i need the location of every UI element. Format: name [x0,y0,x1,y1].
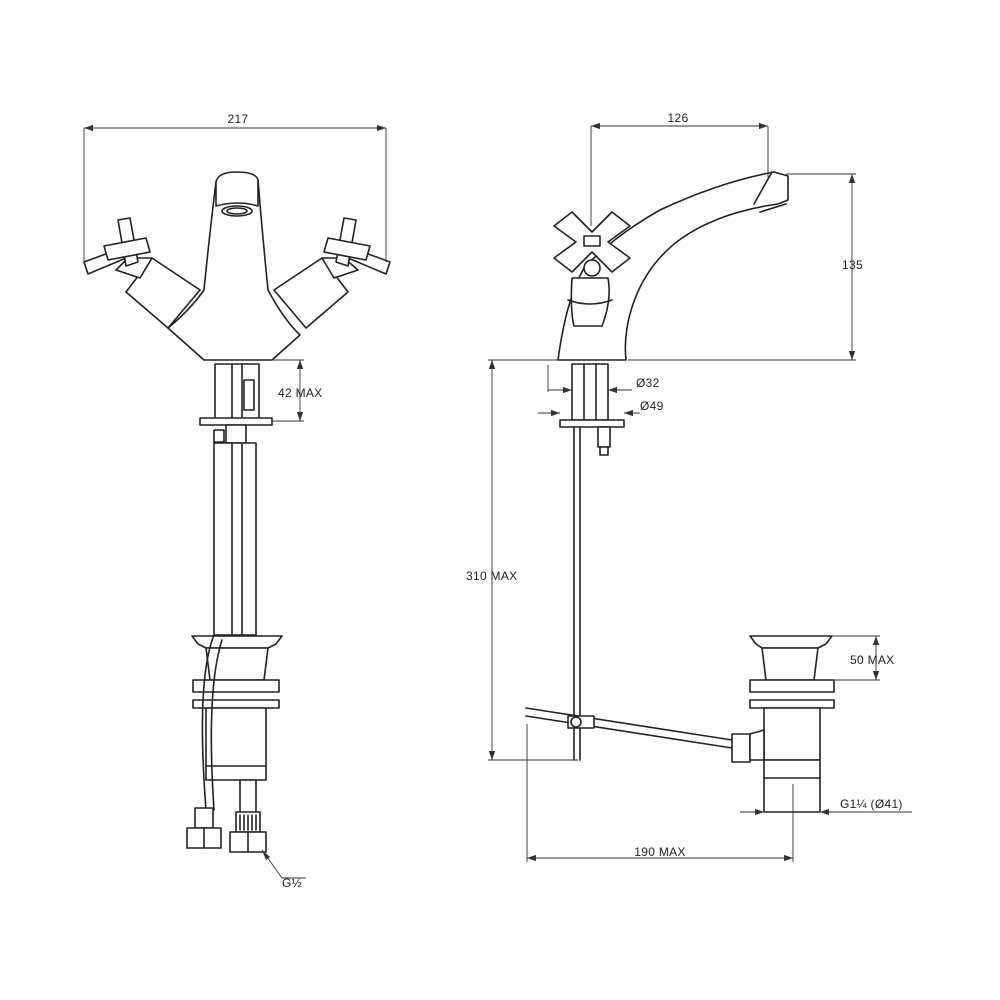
front-waste-flange [191,635,283,649]
dim-rod-length: 190 MAX [526,724,794,862]
left-valve-body [125,257,201,329]
dim-deck-thickness: 42 MAX [272,359,323,422]
dim-rod-length-label: 190 MAX [634,845,685,859]
dim-height-label: 135 [842,258,863,272]
side-waste-tail [763,759,821,813]
dim-spout-reach: 126 [590,111,769,226]
spout-outlet-icon [221,205,253,217]
right-valve-body [273,257,349,329]
dim-inlet-thread-label: G½ [282,876,302,890]
dim-waste-height: 50 MAX [832,635,895,681]
side-waste-nut [749,679,835,693]
dim-waste-thread-label: G1¼ (Ø41) [840,797,903,811]
front-waste-nut [192,679,280,693]
dim-waste-height-label: 50 MAX [850,653,895,667]
side-fixing-washer [559,419,625,428]
dim-tail-length: 310 MAX [466,359,578,761]
front-fixing-washer [199,417,273,426]
front-view: 217 42 MAX G½ [83,112,391,890]
side-valve-collar [570,277,610,327]
side-view: 126 135 Ø32 Ø49 310 MAX [466,111,912,862]
dim-inlet-thread: G½ [261,849,306,890]
side-cross-handle-icon [553,211,631,277]
dim-overall-width-label: 217 [228,112,249,126]
dim-spout-reach-label: 126 [668,111,689,125]
left-cross-handle-icon [83,217,151,275]
dim-base-diameter-label: Ø49 [640,399,664,413]
side-waste-flange [749,635,833,649]
side-shank [571,363,609,421]
front-tails [213,442,257,636]
dim-waste-thread: G1¼ (Ø41) [740,797,912,816]
dim-deck-thickness-label: 42 MAX [278,386,323,400]
dim-overall-width: 217 [83,112,387,262]
front-waste-body [205,707,267,781]
front-spout-body [167,175,301,361]
dim-tail-length-label: 310 MAX [466,569,517,583]
dim-height: 135 [628,173,863,361]
dim-base-diameter: Ø49 [538,399,664,417]
side-waste-body [763,707,821,761]
dim-shank-diameter-label: Ø32 [636,376,660,390]
dim-shank-diameter: Ø32 [547,365,660,394]
right-cross-handle-icon [323,217,391,275]
front-spout-top [215,171,259,207]
